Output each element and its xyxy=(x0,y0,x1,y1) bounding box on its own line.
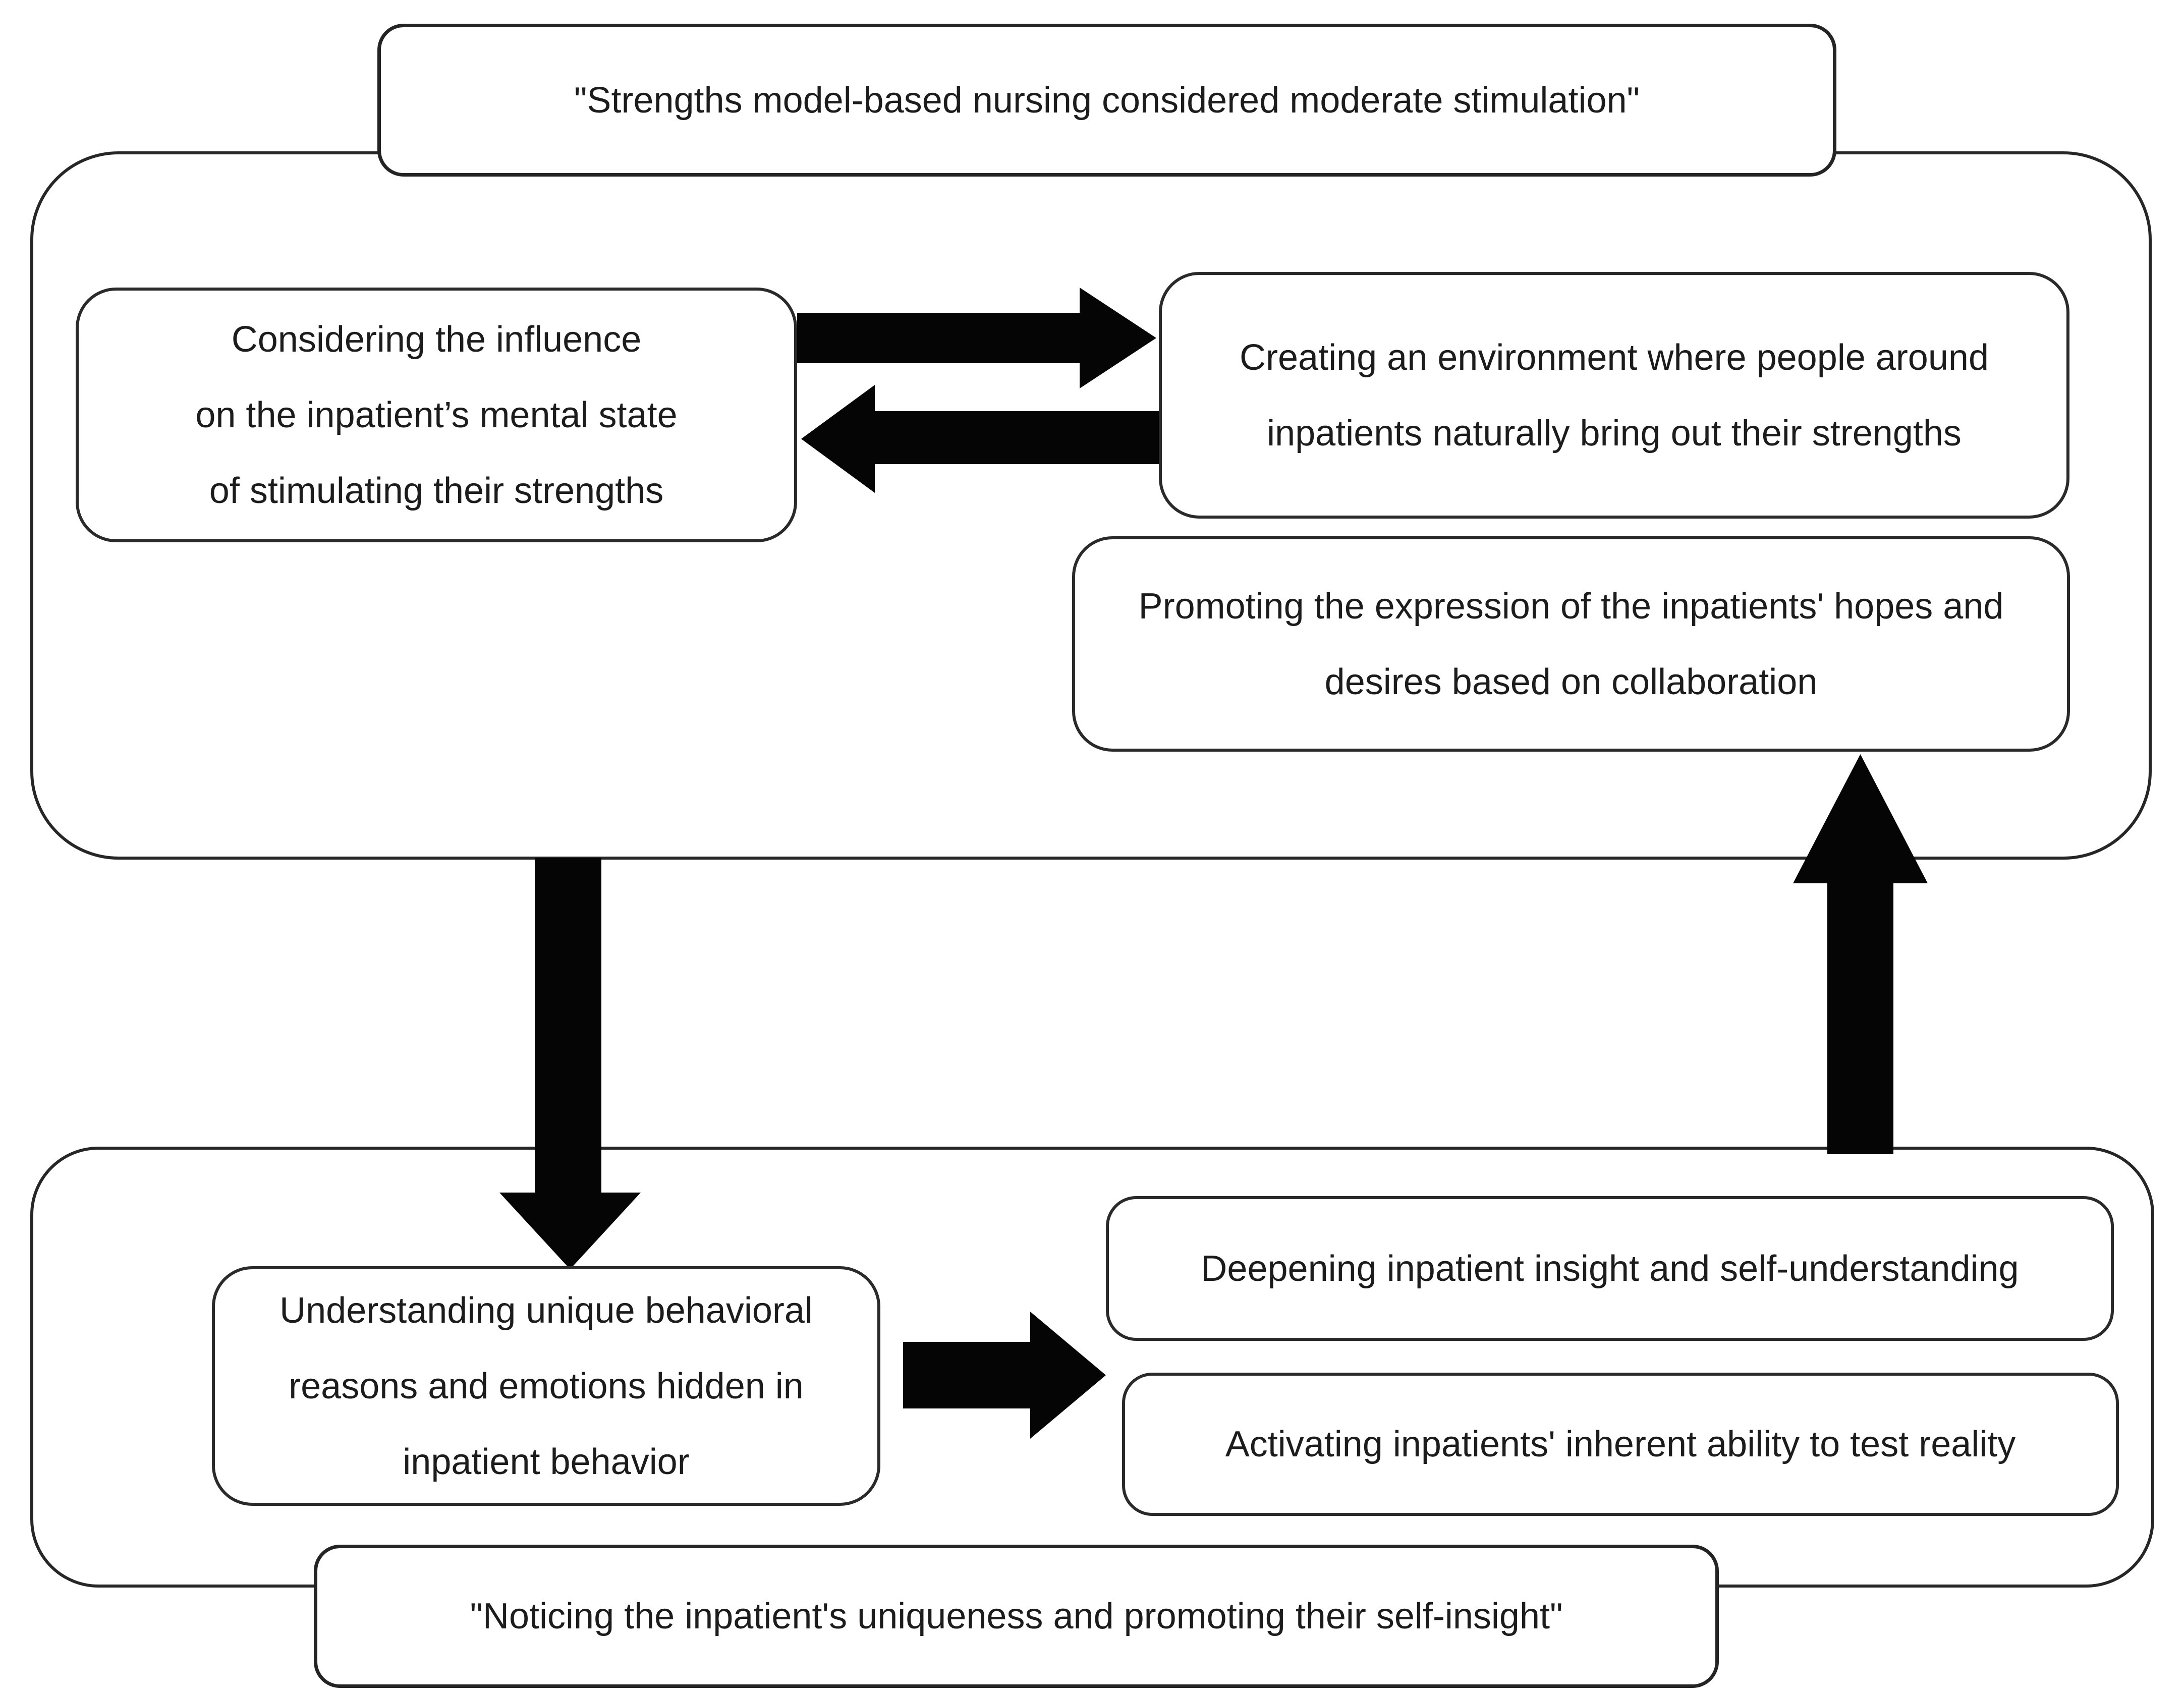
box-line: on the inpatient’s mental state xyxy=(195,394,678,435)
box-line: Activating inpatients' inherent ability … xyxy=(1225,1424,2016,1464)
arrow-left-shaft xyxy=(874,411,1159,464)
arrow-up-shaft xyxy=(1827,882,1893,1154)
box-line: of stimulating their strengths xyxy=(209,470,664,511)
box-line: Creating an environment where people aro… xyxy=(1240,337,1989,378)
box-line: reasons and emotions hidden in xyxy=(289,1366,804,1406)
top-phase-title-text: "Strengths model-based nursing considere… xyxy=(574,80,1640,121)
box-line: Deepening inpatient insight and self-und… xyxy=(1201,1248,2019,1289)
promoting-expression-box: Promoting the expression of the inpatien… xyxy=(1072,536,2070,752)
understanding-behavior-box: Understanding unique behavioral reasons … xyxy=(212,1266,880,1506)
arrow-small-right-shaft xyxy=(903,1342,1031,1408)
top-phase-title-box: "Strengths model-based nursing considere… xyxy=(377,24,1836,177)
box-line: Understanding unique behavioral xyxy=(279,1290,813,1331)
activating-ability-box: Activating inpatients' inherent ability … xyxy=(1122,1373,2119,1516)
bottom-phase-title-text: "Noticing the inpatient's uniqueness and… xyxy=(470,1596,1563,1636)
box-line: inpatients naturally bring out their str… xyxy=(1267,413,1962,454)
bottom-phase-title-box: "Noticing the inpatient's uniqueness and… xyxy=(314,1545,1719,1688)
arrow-down-shaft xyxy=(535,858,601,1195)
considering-influence-box: Considering the influence on the inpatie… xyxy=(76,288,797,542)
arrow-right-shaft xyxy=(797,313,1080,363)
deepening-insight-box: Deepening inpatient insight and self-und… xyxy=(1106,1196,2114,1341)
box-line: Promoting the expression of the inpatien… xyxy=(1138,586,2004,627)
box-line: desires based on collaboration xyxy=(1324,661,1818,702)
box-line: inpatient behavior xyxy=(403,1441,690,1482)
box-line: Considering the influence xyxy=(231,319,642,360)
creating-environment-box: Creating an environment where people aro… xyxy=(1159,272,2069,519)
